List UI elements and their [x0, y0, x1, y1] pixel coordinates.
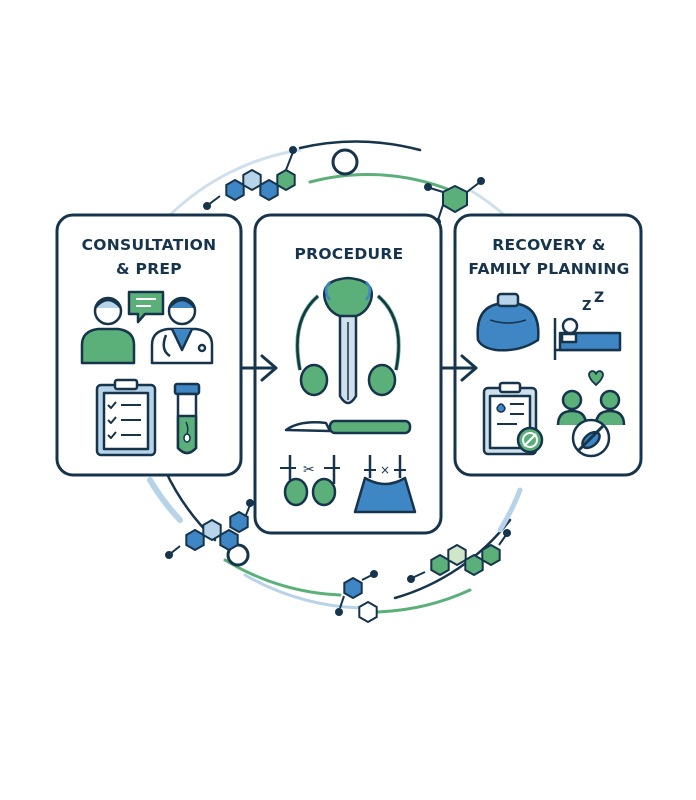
- no-pregnancy-icon: [571, 418, 611, 458]
- vas-tied-icon: ×: [353, 455, 417, 514]
- doctor-icon: [150, 296, 214, 365]
- svg-text:×: ×: [380, 463, 390, 477]
- panel-title-recovery: RECOVERY & FAMILY PLANNING: [468, 236, 630, 278]
- vas-cut-icon: ✂: [280, 455, 340, 507]
- molecule-icon: [424, 177, 485, 226]
- patient-icon: [80, 296, 136, 365]
- panel-title-procedure: PROCEDURE: [294, 245, 404, 263]
- chat-bubble-icon: [127, 290, 165, 324]
- molecule-icon: [407, 529, 511, 583]
- molecule-icon: [165, 499, 254, 559]
- family-icon: [556, 370, 626, 426]
- resting-bed-icon: [553, 317, 622, 360]
- sleep-zzz-icon: Z Z: [582, 290, 604, 314]
- panel-title-consultation: CONSULTATION & PREP: [81, 236, 217, 278]
- clipboard-checklist-icon: [95, 378, 157, 457]
- ice-pack-icon: [476, 292, 540, 352]
- reproductive-anatomy-icon: [295, 276, 401, 405]
- svg-text:Z: Z: [582, 299, 591, 314]
- sperm-sample-tube-icon: [173, 382, 201, 455]
- molecule-icon: [203, 146, 297, 210]
- flow-arrow-icon: [239, 354, 278, 382]
- clipboard-no-sperm-icon: [482, 381, 544, 456]
- svg-text:Z: Z: [594, 290, 604, 306]
- molecule-icon: [335, 570, 378, 623]
- svg-text:✂: ✂: [303, 462, 315, 478]
- scalpel-icon: [284, 419, 412, 435]
- flow-arrow-icon: [439, 354, 478, 382]
